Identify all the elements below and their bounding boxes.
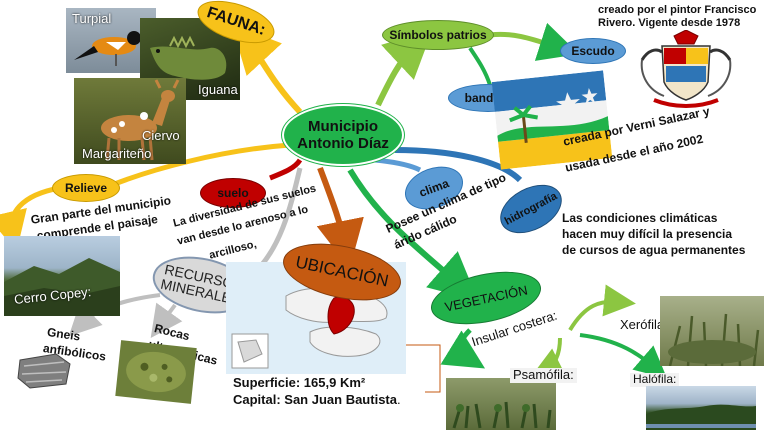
escudo-image bbox=[634, 30, 738, 108]
mountain-icon bbox=[4, 258, 120, 316]
simbolos-label: Símbolos patrios bbox=[389, 28, 487, 42]
cerro-copey-photo: Cerro Copey: bbox=[4, 236, 120, 316]
shrub-icon bbox=[668, 313, 760, 366]
branch-vegetacion-insular bbox=[440, 328, 486, 369]
escudo-label: Escudo bbox=[571, 44, 615, 58]
halofila-text: Halófila: bbox=[630, 372, 680, 387]
hidrografia-text-1: Las condiciones climáticas bbox=[562, 211, 718, 225]
rock-ultramafic-icon bbox=[126, 351, 186, 393]
superficie-text: Superficie: 165,9 Km² bbox=[233, 375, 366, 390]
turpial-caption: Turpial bbox=[72, 11, 112, 26]
branch-xerofila bbox=[568, 284, 636, 332]
hidrografia-text-2: hacen muy difícil la presencia bbox=[562, 227, 733, 241]
branch-suelo bbox=[269, 158, 303, 181]
xerofila-text: Xerófila: bbox=[620, 317, 668, 332]
capital-period: . bbox=[396, 392, 401, 407]
rock-gneis-icon bbox=[17, 353, 71, 389]
branch-escudo bbox=[489, 22, 580, 61]
halofila-photo bbox=[646, 386, 756, 430]
iguana-caption: Iguana bbox=[198, 82, 238, 97]
deer-icon bbox=[101, 79, 180, 161]
mangrove-icon bbox=[646, 404, 756, 430]
branch-clima bbox=[374, 157, 422, 173]
vegetacion-label: VEGETACIÓN bbox=[443, 281, 529, 315]
branch-halofila bbox=[579, 333, 668, 379]
branch-ubicacion bbox=[316, 166, 364, 269]
suelo-label: suelo bbox=[217, 186, 249, 200]
branch-vegetacion bbox=[347, 168, 479, 301]
capital-text: Capital: San Juan Bautista. bbox=[233, 392, 401, 408]
branch-bandera bbox=[468, 46, 492, 86]
psamofila-photo bbox=[446, 378, 556, 430]
bandera-image bbox=[491, 70, 613, 170]
coat-of-arms-icon bbox=[640, 30, 732, 108]
branch-simbolos bbox=[375, 29, 433, 107]
escudo-note-2: Rivero. Vigente desde 1978 bbox=[598, 17, 741, 29]
flag-icon bbox=[491, 70, 613, 170]
branch-psamofila bbox=[530, 337, 567, 378]
central-title-line1: Municipio bbox=[308, 117, 378, 135]
relieve-node[interactable]: Relieve bbox=[52, 174, 120, 202]
ciervo-caption-1: Ciervo bbox=[142, 128, 180, 143]
hidrografia-text-3: de cursos de agua permanentes bbox=[562, 243, 746, 257]
central-title-line2: Antonio Díaz bbox=[297, 135, 389, 152]
gneis-image bbox=[16, 350, 72, 390]
xerofila-photo bbox=[660, 296, 764, 366]
simbolos-node[interactable]: Símbolos patrios bbox=[382, 20, 494, 50]
rocas-image bbox=[115, 340, 197, 404]
ubicacion-bracket bbox=[405, 344, 441, 393]
escudo-note-1: creado por el pintor Francisco bbox=[598, 4, 757, 16]
ciervo-caption-2: Margariteño bbox=[82, 146, 152, 161]
branch-relieve-down bbox=[0, 185, 61, 252]
ubicacion-label: UBICACIÓN bbox=[293, 252, 391, 291]
branch-hidrografia bbox=[394, 147, 523, 183]
iguana-icon bbox=[150, 35, 227, 80]
ciervo-photo: Ciervo Margariteño bbox=[74, 78, 186, 164]
branch-relieve bbox=[111, 142, 291, 188]
central-node[interactable]: Municipio Antonio Díaz bbox=[282, 104, 404, 166]
branch-fauna bbox=[231, 24, 303, 115]
plants-icon bbox=[452, 401, 552, 429]
escudo-node[interactable]: Escudo bbox=[560, 38, 626, 64]
branch-rocas bbox=[150, 302, 183, 339]
capital-value: Capital: San Juan Bautista bbox=[233, 392, 397, 407]
relieve-label: Relieve bbox=[64, 181, 108, 195]
psamofila-text: Psamófila: bbox=[510, 367, 577, 383]
suelo-node[interactable]: suelo bbox=[200, 178, 266, 208]
turpial-bird-icon bbox=[74, 31, 150, 66]
